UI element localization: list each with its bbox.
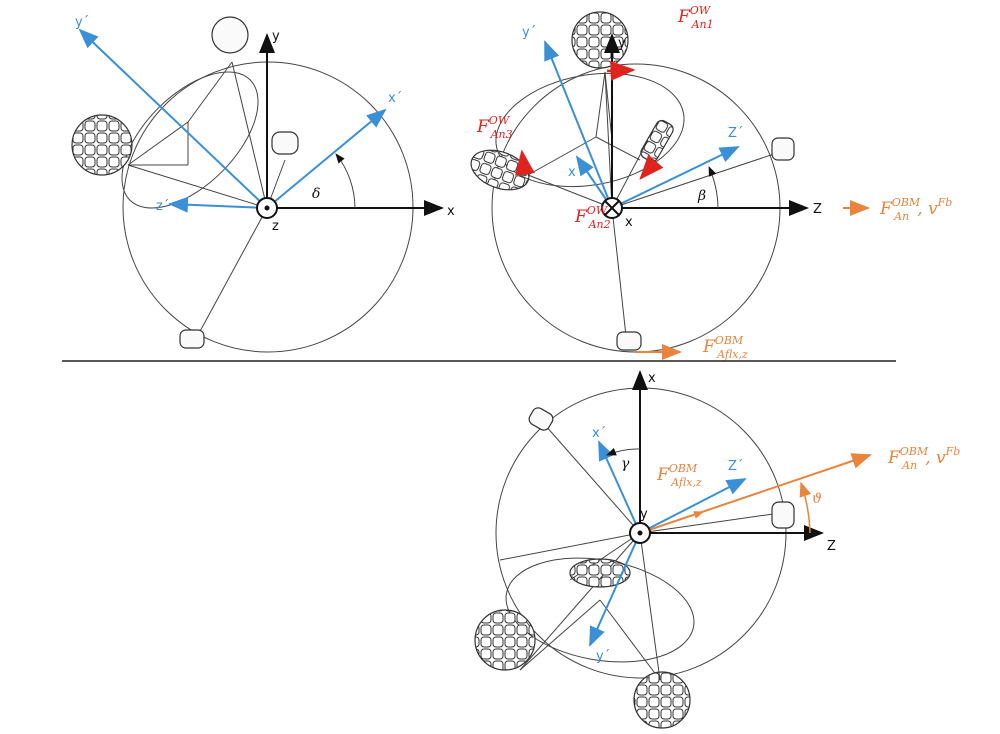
z-prime-label: Z´ — [728, 126, 743, 141]
delta-label: δ — [312, 186, 320, 202]
gamma-label: γ — [621, 456, 630, 472]
angle-arc — [335, 153, 356, 209]
caster-wheel-bottom — [179, 329, 205, 349]
x-prime-label: x´ — [592, 426, 606, 441]
z-prime-label: z´ — [156, 199, 169, 214]
omniwheel-left — [71, 114, 133, 176]
omniwheel-left — [474, 609, 536, 671]
x-axis-label: x — [625, 215, 633, 230]
y-prime-axis — [544, 40, 613, 209]
theta-arc — [799, 481, 812, 534]
y-axis-label: y — [640, 507, 648, 522]
caster-wheel-right — [771, 137, 795, 161]
angle-arc — [708, 166, 719, 209]
y-prime-label: y´ — [596, 649, 610, 664]
caster-wheel-right — [771, 501, 795, 529]
z-prime-axis — [611, 146, 740, 209]
force-arrow-wheel3 — [514, 149, 535, 176]
flexion-force-arrow — [639, 511, 704, 534]
z-prime-axis — [639, 478, 747, 534]
y-prime-label: y´ — [522, 25, 536, 40]
x-prime-label: x´ — [388, 91, 402, 106]
force-arrow-wheel1 — [606, 60, 636, 81]
caster-wheel — [271, 131, 299, 155]
omniwheel-front — [640, 119, 674, 163]
z-axis-label: z — [272, 219, 279, 234]
gamma-arc — [606, 447, 641, 456]
omniwheel-top — [571, 11, 629, 69]
panel-1: y x z y´ x´ z´ δ — [71, 15, 455, 353]
y-prime-label: y´ — [75, 15, 89, 30]
z-axis-label: Z — [813, 202, 822, 217]
caster-wheel-top — [528, 407, 554, 431]
z-prime-axis — [168, 196, 268, 213]
force-arrow-wheel2 — [639, 154, 664, 180]
y-axis-label: y — [618, 36, 626, 51]
wheel-plane-ellipse — [495, 72, 685, 188]
omniwheel-bottom — [633, 671, 691, 729]
z-axis-label: Z — [827, 539, 836, 554]
x-prime-label: x´ — [568, 165, 582, 180]
y-prime-axis — [78, 28, 268, 209]
support-lines — [127, 61, 286, 336]
support-lines — [499, 424, 781, 681]
omniwheel-left — [470, 149, 530, 191]
x-axis-label: x — [648, 371, 656, 386]
caster-wheel-bottom — [616, 331, 642, 351]
y-axis-label: y — [272, 29, 280, 44]
wheel-plane-ellipse — [121, 71, 259, 209]
omniwheel-top — [211, 16, 249, 54]
theta-label: ϑ — [812, 491, 822, 507]
x-prime-axis — [598, 440, 641, 534]
x-prime-axis — [266, 108, 387, 209]
z-prime-label: Z´ — [728, 459, 743, 474]
x-axis-label: x — [447, 204, 455, 219]
y-prime-axis — [589, 532, 641, 647]
omniwheel-center — [569, 558, 631, 588]
beta-label: β — [697, 188, 706, 204]
